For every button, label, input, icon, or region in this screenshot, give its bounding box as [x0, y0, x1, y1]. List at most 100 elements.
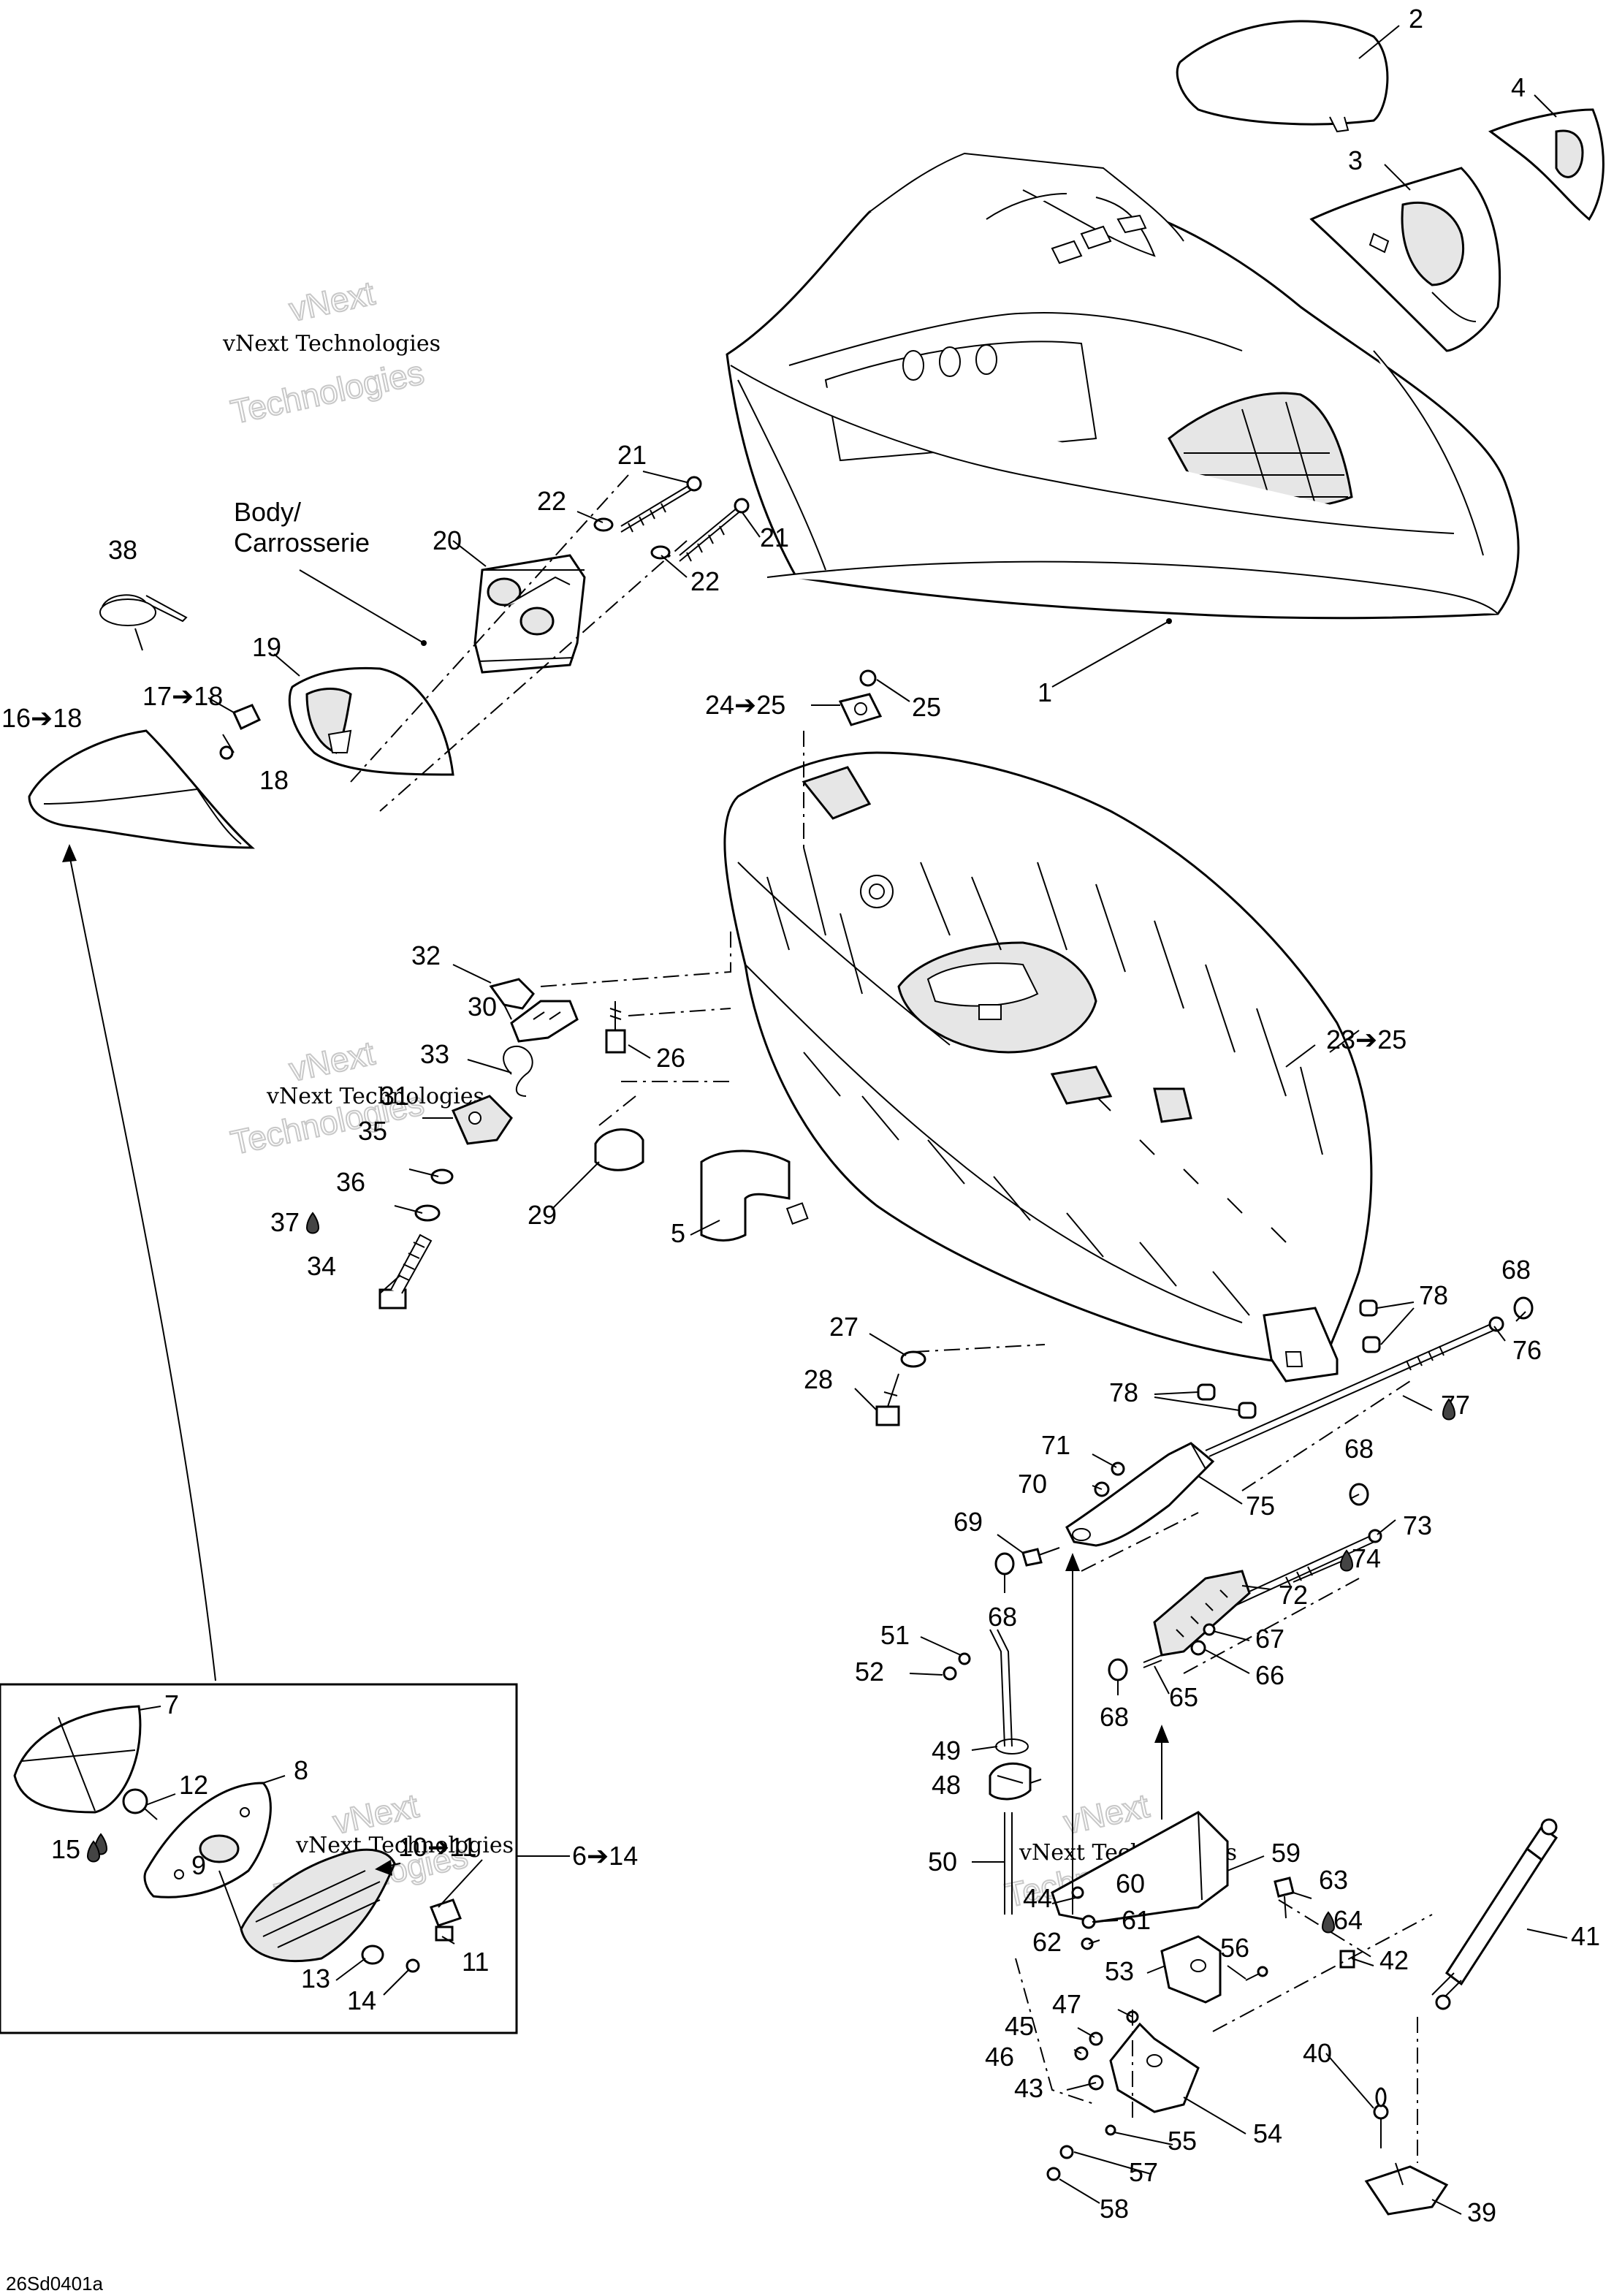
svg-text:58: 58 [1100, 2194, 1129, 2224]
part-36-washer [414, 1204, 441, 1222]
svg-text:64: 64 [1333, 1905, 1363, 1935]
svg-text:68: 68 [1100, 1702, 1129, 1732]
svg-text:vNext Technologies: vNext Technologies [222, 331, 441, 357]
svg-text:19: 19 [252, 632, 281, 662]
svg-text:73: 73 [1403, 1510, 1432, 1540]
connector-lines [350, 474, 1433, 2163]
part-60-61-62-fasteners [1071, 1886, 1096, 1950]
svg-text:13: 13 [301, 1964, 330, 1993]
drop-icon-77 [1442, 1398, 1456, 1421]
svg-text:55: 55 [1168, 2126, 1197, 2156]
svg-text:3: 3 [1348, 145, 1363, 175]
svg-text:26: 26 [656, 1043, 685, 1073]
svg-text:32: 32 [411, 940, 441, 970]
part-32-latch-clip [489, 978, 535, 1010]
part-7-mirror-glass [13, 1705, 142, 1814]
svg-text:Technologies: Technologies [227, 353, 427, 431]
svg-text:49: 49 [932, 1736, 961, 1765]
body-label: Body/ Carrosserie [234, 497, 370, 558]
part-26-bolt [605, 1001, 626, 1054]
part-41-gas-strut [1431, 1818, 1558, 2010]
part-48-cap [989, 1762, 1032, 1801]
svg-text:47: 47 [1052, 1989, 1081, 2019]
svg-text:42: 42 [1379, 1945, 1409, 1975]
svg-text:30: 30 [468, 992, 497, 1022]
drop-icon-37 [305, 1212, 320, 1234]
callout-labels: 1 2 3 4 5 7 8 9 10➔11 11 12 13 14 15 16➔… [1, 4, 1600, 2227]
svg-text:67: 67 [1255, 1624, 1284, 1654]
assembly-arrows [62, 844, 1169, 1915]
svg-text:63: 63 [1319, 1865, 1348, 1895]
svg-text:27: 27 [829, 1312, 859, 1342]
part-69-bolt [1021, 1547, 1060, 1567]
svg-text:33: 33 [420, 1039, 449, 1069]
part-12-ball-joint [122, 1788, 158, 1820]
part-40-ball-stud [1373, 2087, 1389, 2148]
svg-text:45: 45 [1005, 2011, 1034, 2041]
part-51-52-fasteners [943, 1652, 971, 1681]
svg-text:72: 72 [1279, 1580, 1308, 1610]
svg-text:53: 53 [1105, 1956, 1134, 1986]
svg-text:Carrosserie: Carrosserie [234, 528, 370, 558]
part-13-grommet [361, 1945, 384, 1965]
svg-text:28: 28 [804, 1364, 833, 1394]
svg-text:71: 71 [1041, 1430, 1070, 1460]
svg-text:22: 22 [690, 566, 720, 596]
drawing-code: 26Sd0401a [6, 2273, 104, 2295]
drop-icon-74 [1339, 1549, 1354, 1572]
svg-text:76: 76 [1512, 1335, 1542, 1365]
svg-text:23➔25: 23➔25 [1326, 1025, 1406, 1054]
part-29-cap [594, 1128, 644, 1171]
part-21-bolts [620, 476, 750, 562]
svg-text:44: 44 [1023, 1883, 1052, 1913]
svg-text:11: 11 [462, 1947, 489, 1977]
svg-text:52: 52 [855, 1657, 884, 1687]
part-20-mount-bracket [473, 554, 586, 674]
svg-text:10➔11: 10➔11 [398, 1832, 477, 1862]
svg-text:40: 40 [1303, 2038, 1332, 2068]
svg-text:26Sd0401a: 26Sd0401a [6, 2273, 104, 2295]
svg-text:5: 5 [671, 1218, 685, 1248]
part-78-bushings [1197, 1299, 1381, 1419]
svg-text:38: 38 [108, 535, 137, 565]
mirror-kit-box [0, 1683, 518, 2034]
drop-icon-64 [1321, 1911, 1336, 1934]
part-16-cover-shell [28, 729, 255, 849]
svg-text:60: 60 [1116, 1869, 1145, 1898]
svg-text:7: 7 [164, 1689, 179, 1719]
part-38-tie-strap [99, 594, 188, 626]
svg-text:37: 37 [270, 1207, 300, 1237]
svg-text:2: 2 [1409, 4, 1423, 34]
svg-text:74: 74 [1352, 1543, 1381, 1573]
svg-text:20: 20 [433, 525, 462, 555]
svg-text:56: 56 [1220, 1933, 1249, 1963]
part-65-bolt [1143, 1654, 1162, 1668]
svg-text:68: 68 [1501, 1255, 1531, 1285]
part-53-bracket [1160, 1935, 1222, 2004]
svg-text:35: 35 [358, 1116, 387, 1146]
svg-text:34: 34 [307, 1251, 336, 1281]
part-5-handle [700, 1149, 809, 1242]
part-23-hull-support [723, 751, 1373, 1383]
part-17-clip [232, 704, 262, 731]
svg-text:1: 1 [1038, 677, 1052, 707]
svg-text:Body/: Body/ [234, 497, 301, 527]
svg-text:12: 12 [179, 1770, 208, 1800]
svg-text:46: 46 [985, 2042, 1014, 2072]
svg-text:65: 65 [1169, 1682, 1198, 1712]
svg-text:68: 68 [1344, 1434, 1374, 1464]
svg-text:36: 36 [336, 1167, 365, 1197]
part-75-bracket [1065, 1442, 1215, 1547]
part-22-washers [593, 517, 671, 560]
svg-text:16➔18: 16➔18 [1, 703, 82, 733]
svg-text:43: 43 [1014, 2073, 1043, 2103]
part-2-dome-cover [1176, 20, 1389, 133]
part-33-cable [503, 1045, 533, 1097]
part-55-57-58-fasteners [1046, 2124, 1116, 2181]
part-56-bolt [1245, 1966, 1268, 1981]
part-68-washers [994, 1296, 1534, 1681]
part-4-trim [1488, 108, 1605, 221]
part-24-clip-nut [838, 693, 883, 726]
svg-text:vNext: vNext [286, 273, 378, 328]
